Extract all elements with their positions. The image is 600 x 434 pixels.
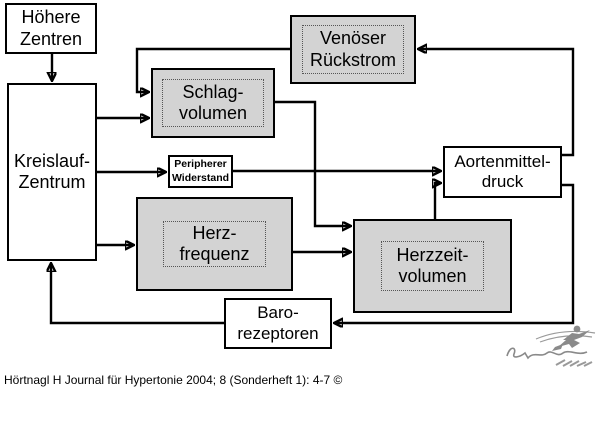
edge-venoeser-to-schlagvolumen [135,47,290,92]
node-herzzeitvolumen-label: Herzzeit- volumen [381,241,484,291]
citation-text: Hörtnagl H Journal für Hypertonie 2004; … [4,373,343,387]
edge-barorezeptoren-to-kreislauf [51,263,224,325]
node-venoeser-rueckstrom-label: Venöser Rückstrom [302,25,404,74]
node-herzfrequenz-label: Herz- frequenz [163,221,266,267]
sportmedizin-logo [506,325,596,367]
edge-schlagvolumen-to-herzzeitvolumen [275,100,351,226]
edge-aortendruck-to-barorezeptoren [334,183,575,323]
node-herzfrequenz: Herz- frequenz [136,197,293,291]
logo-script-squiggle [506,347,588,360]
node-kreislauf-zentrum: Kreislauf- Zentrum [7,83,97,261]
runner-figure [552,325,590,351]
edge-herzzeitvolumen-to-aortendruck [435,183,441,219]
node-schlagvolumen-label: Schlag- volumen [162,79,264,127]
node-schlagvolumen: Schlag- volumen [151,68,275,138]
node-peripherer-widerstand: Peripherer Widerstand [168,155,233,188]
node-venoeser-rueckstrom: Venöser Rückstrom [290,15,416,84]
node-barorezeptoren: Baro- rezeptoren [224,298,332,349]
edge-aortendruck-to-venoeser [418,49,575,157]
logo-hatch-lines [555,359,593,367]
node-herzzeitvolumen: Herzzeit- volumen [353,219,512,313]
node-aortenmitteldruck: Aortenmittel- druck [443,146,562,198]
node-hoehere-zentren: Höhere Zentren [5,3,97,54]
